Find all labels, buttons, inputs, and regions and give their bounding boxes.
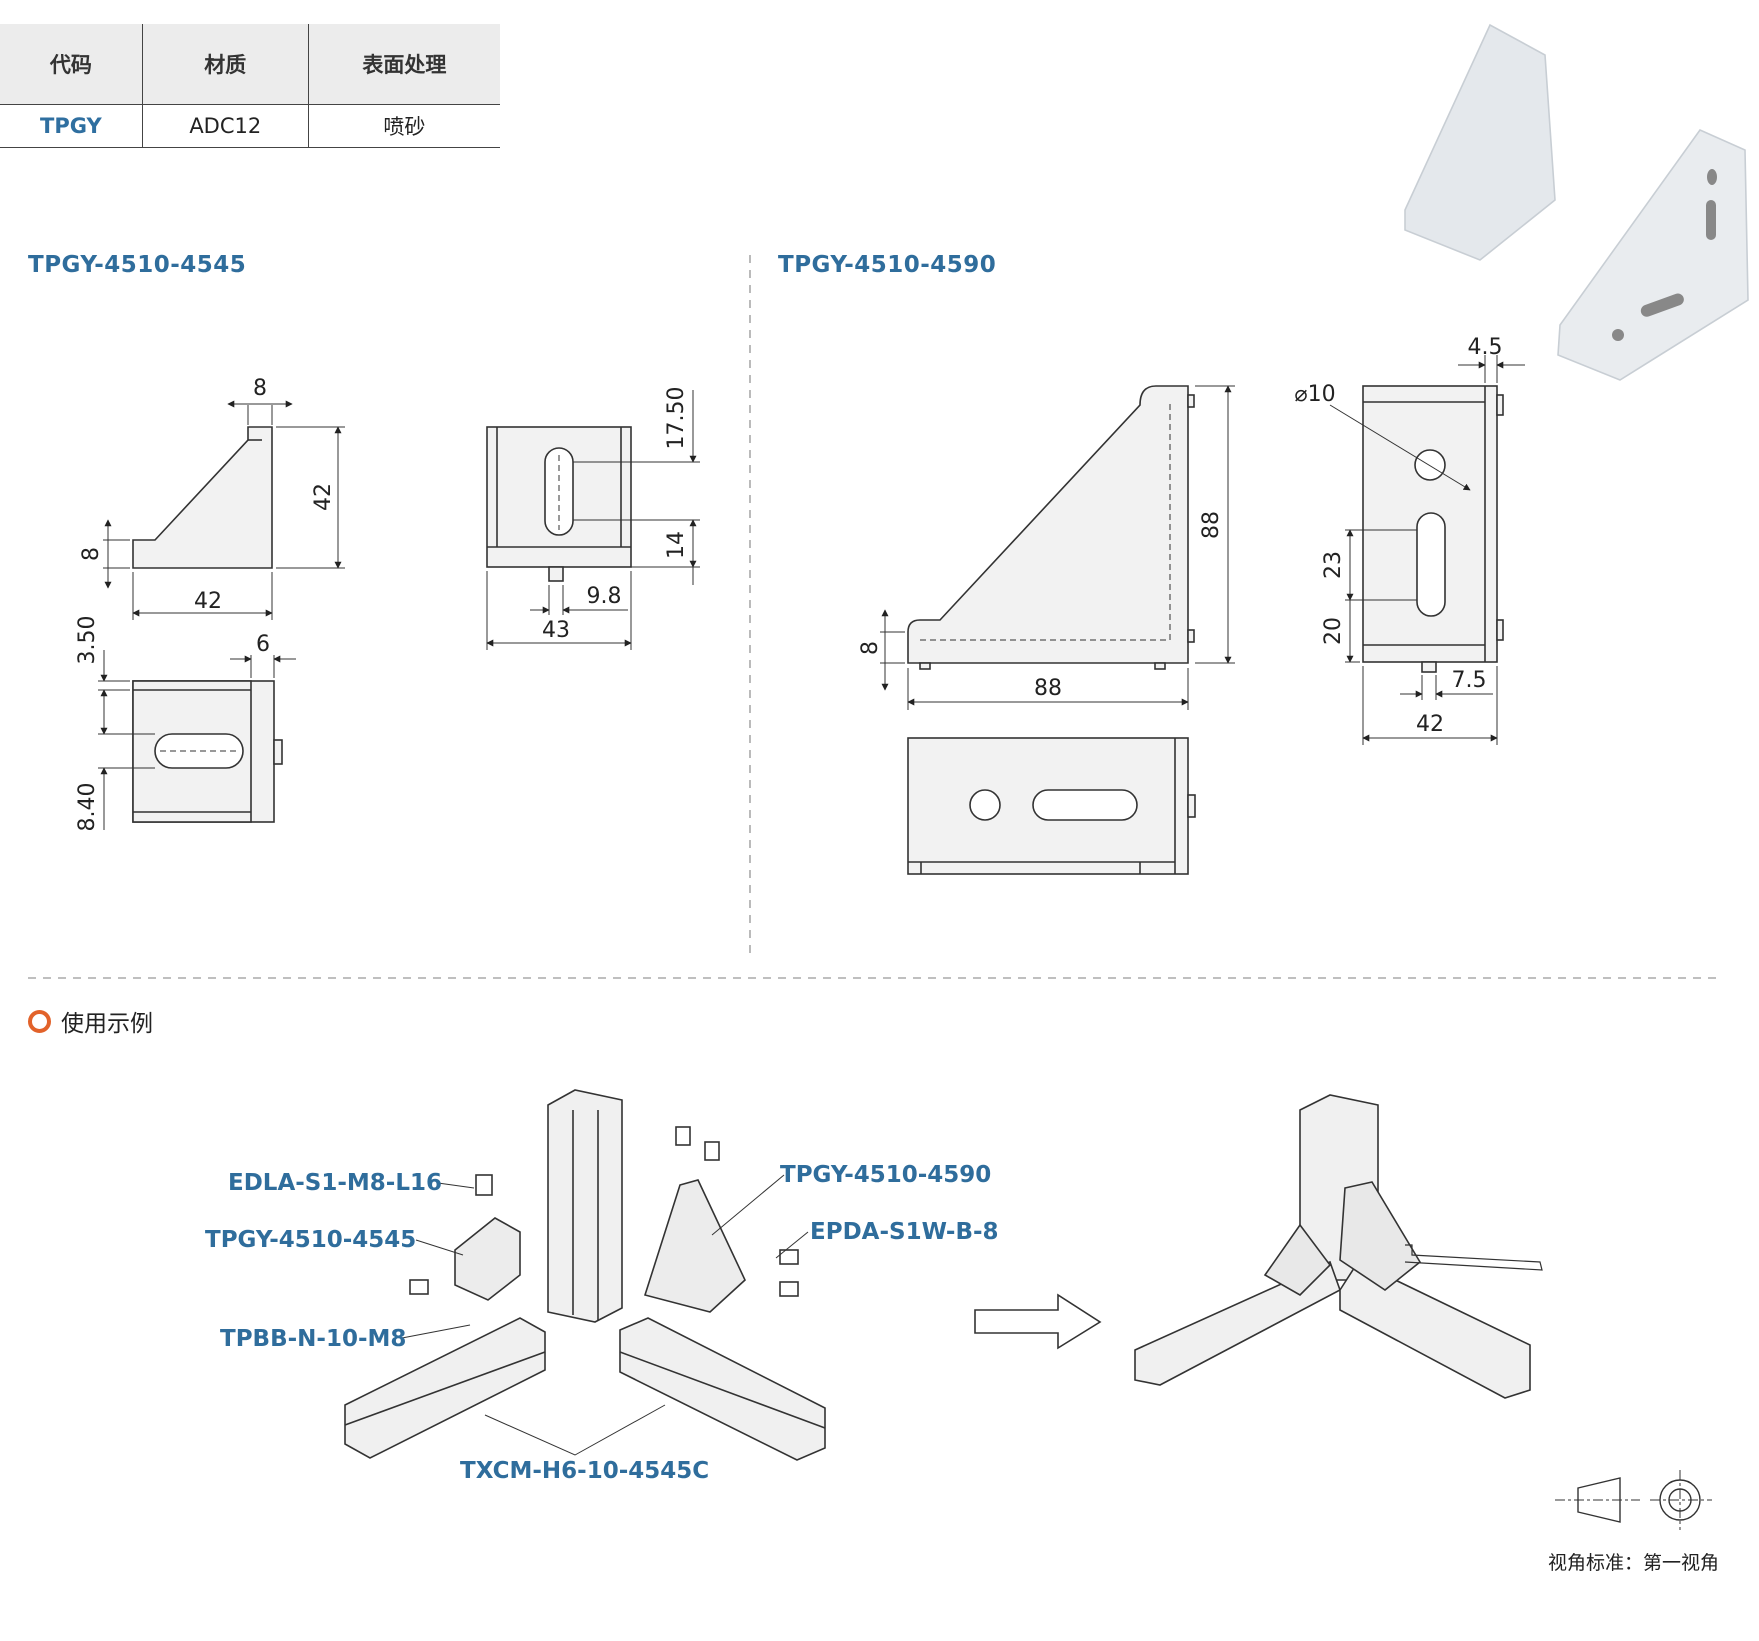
exploded-large-bracket	[643, 1179, 746, 1313]
header-material: 材质	[142, 24, 309, 105]
assembly-arrow	[974, 1293, 1102, 1350]
exploded-small-bracket	[454, 1217, 521, 1301]
header-code: 代码	[0, 24, 143, 105]
assembled-right-profile	[1339, 1260, 1531, 1399]
dim-4545-front-width: 43	[542, 618, 570, 643]
slot-4545-top	[154, 733, 244, 769]
usage-title: 使用示例	[61, 1011, 153, 1037]
usage-heading: 使用示例	[28, 1004, 153, 1038]
exploded-vertical-profile	[547, 1089, 623, 1323]
cell-surface: 喷砂	[308, 104, 500, 148]
dim-4590-edge: 4.5	[1468, 335, 1503, 360]
cell-material: ADC12	[142, 104, 309, 148]
slot-4545-front	[544, 447, 574, 536]
dim-4545-offset: 9.8	[587, 584, 622, 609]
dim-4545-side: 6	[256, 632, 270, 657]
view-standard-label: 视角标准：第一视角	[1548, 1552, 1720, 1574]
dim-4545-bottom-gap: 8.40	[75, 783, 100, 832]
callout-washer: EPDA-S1W-B-8	[810, 1219, 999, 1245]
bracket-4590-side	[907, 385, 1189, 664]
dim-4545-height: 42	[311, 483, 336, 511]
dim-4545-top: 8	[253, 376, 267, 401]
hole-4590	[1414, 449, 1446, 481]
dim-4545-base: 8	[79, 547, 104, 561]
spec-table: 代码 材质 表面处理 TPGY ADC12 喷砂	[0, 24, 500, 148]
dim-4590-front-width: 42	[1416, 712, 1444, 737]
projection-cone	[1577, 1477, 1621, 1523]
dim-4545-slot-bottom: 14	[664, 531, 689, 559]
dim-4545-top-gap: 3.50	[75, 616, 100, 665]
slot-4590	[1416, 512, 1446, 617]
title-4545: TPGY-4510-4545	[28, 252, 247, 278]
cell-code: TPGY	[0, 104, 143, 148]
assembled-small-bracket	[1263, 1223, 1332, 1296]
render-small-bracket	[1404, 23, 1556, 261]
dim-4590-hole: ⌀10	[1294, 382, 1335, 407]
ring-icon	[28, 1009, 51, 1033]
dim-4545-width: 42	[194, 589, 222, 614]
hex-key	[1404, 1244, 1543, 1271]
title-4590: TPGY-4510-4590	[778, 252, 997, 278]
callout-large-bracket: TPGY-4510-4590	[780, 1162, 992, 1188]
callout-profile: TXCM-H6-10-4545C	[460, 1458, 710, 1484]
dim-4590-slot: 23	[1321, 551, 1346, 579]
callout-nut: TPBB-N-10-M8	[220, 1326, 407, 1352]
dim-4590-offset: 7.5	[1452, 668, 1487, 693]
dim-4590-base: 8	[858, 641, 883, 655]
dim-4590-width: 88	[1034, 676, 1062, 701]
dim-4545-slot-top: 17.50	[664, 387, 689, 450]
header-surface: 表面处理	[308, 24, 500, 105]
render-large-bracket	[1557, 129, 1749, 381]
bracket-4545-side	[132, 426, 273, 569]
dim-4590-bottom: 20	[1321, 617, 1346, 645]
callout-screw: EDLA-S1-M8-L16	[228, 1170, 443, 1196]
callout-small-bracket: TPGY-4510-4545	[205, 1227, 417, 1253]
assembled-large-bracket	[1339, 1181, 1422, 1291]
dim-4590-height: 88	[1199, 511, 1224, 539]
exploded-right-profile	[619, 1317, 826, 1461]
